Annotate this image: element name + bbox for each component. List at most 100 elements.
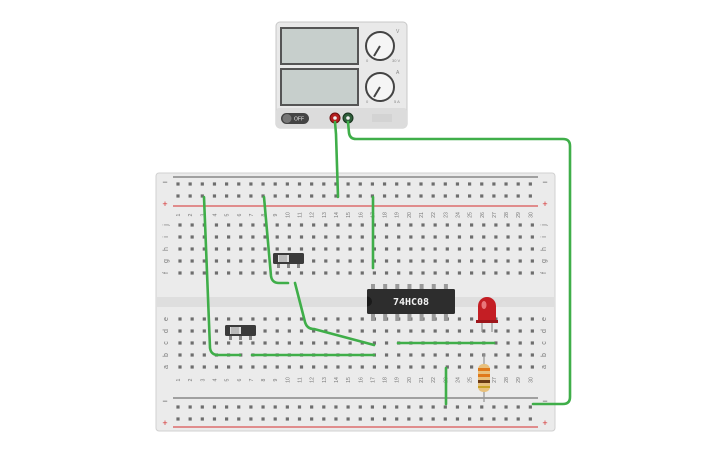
hole[interactable] (297, 182, 302, 186)
hole[interactable] (360, 271, 364, 275)
hole[interactable] (492, 405, 496, 409)
hole[interactable] (419, 194, 423, 198)
hole[interactable] (455, 405, 460, 409)
hole[interactable] (482, 271, 486, 275)
hole[interactable] (494, 235, 498, 239)
hole[interactable] (178, 235, 182, 239)
hole[interactable] (214, 271, 219, 275)
hole[interactable] (518, 259, 522, 263)
hole[interactable] (433, 223, 437, 227)
hole[interactable] (445, 365, 449, 369)
hole[interactable] (518, 271, 522, 275)
hole[interactable] (273, 182, 277, 186)
hole[interactable] (445, 223, 449, 227)
hole[interactable] (214, 259, 219, 263)
hole[interactable] (322, 417, 326, 421)
hole[interactable] (212, 194, 217, 198)
hole[interactable] (407, 182, 411, 186)
hole[interactable] (518, 235, 522, 239)
hole[interactable] (433, 271, 437, 275)
hole[interactable] (372, 271, 376, 275)
hole[interactable] (299, 317, 304, 321)
hole[interactable] (334, 182, 338, 186)
hole[interactable] (178, 329, 182, 333)
hole[interactable] (299, 341, 304, 345)
hole[interactable] (530, 235, 534, 239)
hole[interactable] (178, 353, 182, 357)
hole[interactable] (239, 247, 243, 251)
hole[interactable] (372, 365, 376, 369)
hole[interactable] (506, 235, 510, 239)
hole[interactable] (249, 417, 253, 421)
hole[interactable] (445, 353, 449, 357)
hole[interactable] (237, 182, 241, 186)
hole[interactable] (239, 235, 243, 239)
wire-supply-negative[interactable] (346, 120, 572, 406)
hole[interactable] (433, 247, 437, 251)
hole[interactable] (285, 182, 289, 186)
hole[interactable] (312, 223, 316, 227)
hole[interactable] (214, 341, 219, 345)
hole[interactable] (494, 259, 498, 263)
hole[interactable] (297, 417, 302, 421)
hole[interactable] (421, 365, 425, 369)
hole[interactable] (457, 329, 462, 333)
hole[interactable] (176, 194, 180, 198)
hole[interactable] (457, 247, 462, 251)
hole[interactable] (263, 329, 267, 333)
hole[interactable] (370, 417, 374, 421)
hole[interactable] (275, 329, 279, 333)
hole[interactable] (178, 271, 182, 275)
hole[interactable] (480, 194, 484, 198)
hole[interactable] (310, 417, 314, 421)
hole[interactable] (530, 259, 534, 263)
hole[interactable] (336, 247, 340, 251)
hole[interactable] (190, 223, 194, 227)
hole[interactable] (530, 271, 534, 275)
hole[interactable] (370, 405, 374, 409)
hole[interactable] (227, 247, 231, 251)
hole[interactable] (457, 259, 462, 263)
hole[interactable] (530, 247, 534, 251)
hole[interactable] (372, 329, 376, 333)
hole[interactable] (178, 317, 182, 321)
hole[interactable] (372, 259, 376, 263)
hole[interactable] (190, 317, 194, 321)
hole[interactable] (457, 317, 462, 321)
current-knob[interactable] (365, 72, 395, 102)
hole[interactable] (518, 341, 522, 345)
hole[interactable] (384, 247, 389, 251)
hole[interactable] (431, 194, 435, 198)
hole[interactable] (237, 194, 241, 198)
hole[interactable] (506, 317, 510, 321)
hole[interactable] (225, 194, 229, 198)
hole[interactable] (334, 194, 338, 198)
hole[interactable] (251, 341, 255, 345)
hole[interactable] (336, 329, 340, 333)
hole[interactable] (273, 405, 277, 409)
hole[interactable] (407, 194, 411, 198)
hole[interactable] (237, 405, 241, 409)
hole[interactable] (287, 235, 291, 239)
hole[interactable] (480, 405, 484, 409)
hole[interactable] (384, 235, 389, 239)
hole[interactable] (409, 365, 413, 369)
hole[interactable] (360, 235, 364, 239)
hole[interactable] (287, 271, 291, 275)
hole[interactable] (470, 271, 474, 275)
hole[interactable] (237, 417, 241, 421)
hole[interactable] (492, 194, 496, 198)
hole[interactable] (251, 317, 255, 321)
hole[interactable] (322, 194, 326, 198)
hole[interactable] (190, 235, 194, 239)
hole[interactable] (348, 271, 352, 275)
hole[interactable] (518, 247, 522, 251)
hole[interactable] (421, 329, 425, 333)
hole[interactable] (431, 417, 435, 421)
hole[interactable] (261, 182, 265, 186)
hole[interactable] (433, 365, 437, 369)
hole[interactable] (202, 329, 206, 333)
breadboard[interactable]: − − + + − − + + 112233445566778899101011… (155, 172, 556, 432)
hole[interactable] (202, 317, 206, 321)
